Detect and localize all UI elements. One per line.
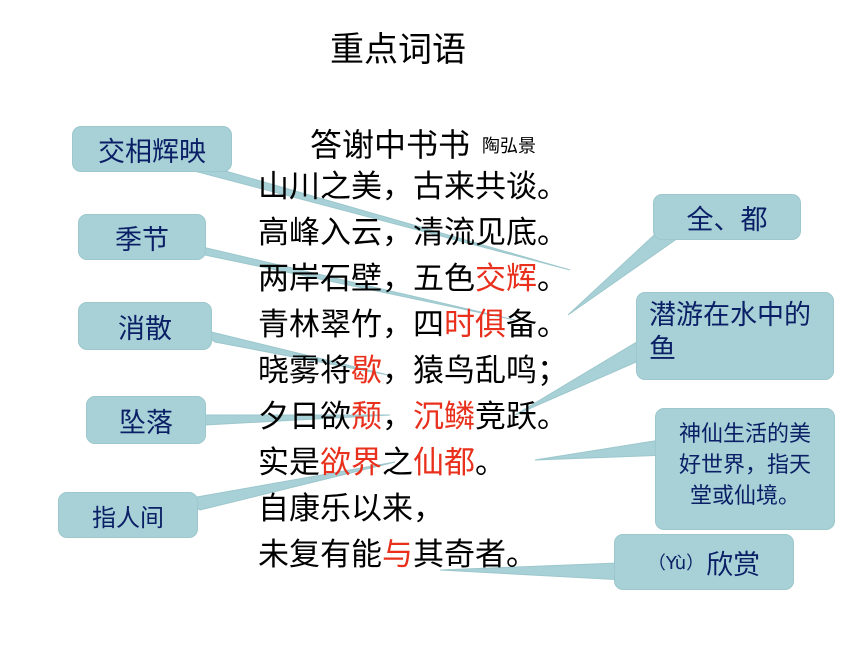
- poem-line: 高峰入云，清流见底。: [258, 210, 568, 256]
- poem-text: 。: [475, 445, 506, 481]
- poem-text: 自康乐以来，: [258, 491, 444, 527]
- poem-text: 其奇者。: [413, 537, 537, 573]
- poem-author: 陶弘景: [482, 136, 537, 157]
- poem-text: 之: [382, 445, 413, 481]
- poem-line: 晓雾将歇，猿鸟乱鸣；: [258, 348, 568, 394]
- poem-text: 未复有能: [258, 537, 382, 573]
- poem-text: ，: [382, 399, 413, 435]
- poem-line: 山川之美，古来共谈。: [258, 164, 568, 210]
- poem-body: 山川之美，古来共谈。高峰入云，清流见底。两岸石壁，五色交辉。青林翠竹，四时俱备。…: [258, 164, 568, 578]
- poem-text: 山川之美，古来共谈。: [258, 169, 568, 205]
- poem-text: 竞跃。: [475, 399, 568, 435]
- callout-jiaohui: 交相辉映: [72, 126, 232, 172]
- poem-text: 高峰入云，清流见底。: [258, 215, 568, 251]
- poem-text: 。: [537, 261, 568, 297]
- poem-line: 实是欲界之仙都。: [258, 440, 568, 486]
- poem-line: 夕日欲颓，沉鳞竞跃。: [258, 394, 568, 440]
- callout-yu-pinyin: （Yù）: [647, 553, 705, 574]
- callout-chenlin: 潜游在水中的鱼: [636, 292, 834, 380]
- poem-line: 两岸石壁，五色交辉。: [258, 256, 568, 302]
- highlighted-word: 歇: [351, 353, 382, 389]
- poem-text: 实是: [258, 445, 320, 481]
- highlighted-word: 仙都: [413, 445, 475, 481]
- highlighted-word: 时俱: [444, 307, 506, 343]
- highlighted-word: 交辉: [475, 261, 537, 297]
- callout-xie: 消散: [78, 302, 212, 350]
- poem-text: 备。: [506, 307, 568, 343]
- highlighted-word: 颓: [351, 399, 382, 435]
- poem-line: 未复有能与其奇者。: [258, 532, 568, 578]
- poem-title-block: 答谢中书书陶弘景: [310, 120, 536, 166]
- poem-line: 自康乐以来，: [258, 486, 568, 532]
- callout-ju: 全、都: [653, 194, 801, 240]
- callout-yujie: 指人间: [58, 492, 198, 538]
- highlighted-word: 沉鳞: [413, 399, 475, 435]
- poem-text: 两岸石壁，五色: [258, 261, 475, 297]
- slide-title: 重点词语: [330, 30, 466, 70]
- poem-text: 青林翠竹，四: [258, 307, 444, 343]
- poem-title: 答谢中书书: [310, 126, 471, 164]
- callout-yu: （Yù）欣赏: [614, 534, 794, 590]
- callout-xiandu: 神仙生活的美好世界，指天堂或仙境。: [655, 408, 835, 530]
- callout-shi: 季节: [78, 214, 206, 260]
- highlighted-word: 与: [382, 537, 413, 573]
- poem-line: 青林翠竹，四时俱备。: [258, 302, 568, 348]
- callout-tui: 坠落: [86, 396, 206, 444]
- highlighted-word: 欲界: [320, 445, 382, 481]
- callout-yu-text: 欣赏: [706, 549, 761, 581]
- poem-text: 晓雾将: [258, 353, 351, 389]
- poem-text: 夕日欲: [258, 399, 351, 435]
- poem-text: ，猿鸟乱鸣；: [382, 353, 568, 389]
